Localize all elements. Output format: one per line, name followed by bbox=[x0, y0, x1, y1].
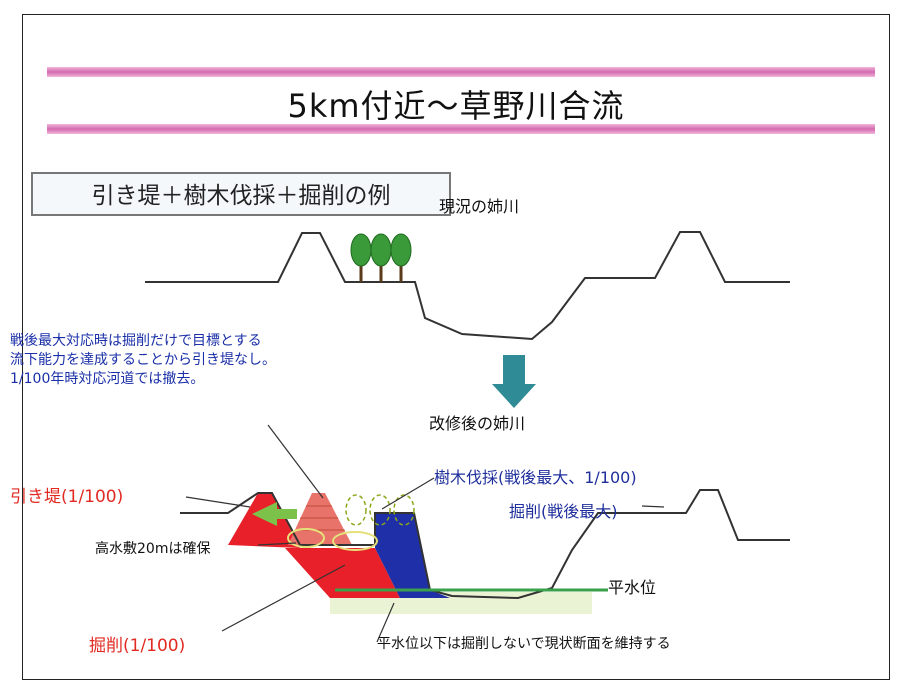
keep-section-label: 平水位以下は掘削しないで現状断面を維持する bbox=[377, 636, 671, 652]
note-text: 戦後最大対応時は掘削だけで目標とする 流下能力を達成することから引き堤なし。 1… bbox=[10, 333, 276, 387]
slide-title: 5km付近～草野川合流 bbox=[287, 87, 625, 125]
excavation-postwar-area bbox=[375, 513, 450, 598]
current-section-line bbox=[145, 231, 790, 341]
levee-label: 引き堤(1/100) bbox=[10, 487, 124, 507]
existing-levee bbox=[288, 493, 352, 545]
tree-cut-label: 樹木伐採(戦後最大、1/100) bbox=[434, 468, 637, 487]
title-band-bottom bbox=[47, 124, 875, 134]
improved-section bbox=[180, 489, 790, 614]
slide: 5km付近～草野川合流 引き堤＋樹木伐採＋掘削の例 bbox=[22, 14, 890, 680]
tree-icon bbox=[350, 233, 372, 282]
cut-tree-icon bbox=[345, 494, 415, 526]
improved-river-label: 改修後の姉川 bbox=[429, 414, 526, 433]
excavation-100-label: 掘削(1/100) bbox=[89, 636, 186, 656]
example-box-label: 引き堤＋樹木伐採＋掘削の例 bbox=[31, 172, 451, 216]
down-arrow-icon bbox=[492, 355, 536, 408]
bench-label: 高水敷20mは確保 bbox=[95, 541, 211, 557]
current-river-label: 現況の姉川 bbox=[439, 197, 520, 216]
title-band-top bbox=[47, 67, 875, 77]
excavation-postwar-label: 掘削(戦後最大) bbox=[509, 502, 618, 521]
tree-icon bbox=[370, 233, 392, 282]
new-levee bbox=[228, 493, 300, 548]
water-level-label: 平水位 bbox=[608, 578, 657, 597]
excavation-100-area bbox=[285, 548, 400, 598]
left-arrow-icon bbox=[252, 502, 297, 526]
tree-icon bbox=[390, 233, 412, 282]
